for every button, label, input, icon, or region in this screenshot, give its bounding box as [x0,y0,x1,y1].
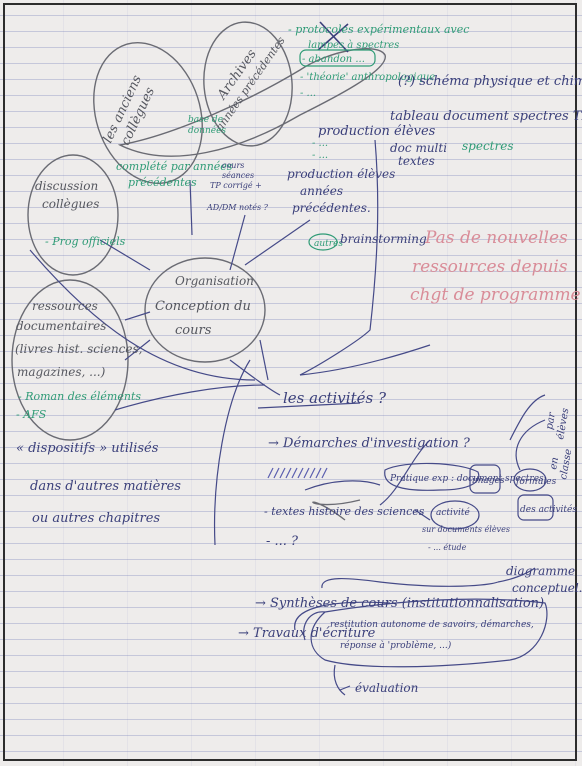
svg-text:formules: formules [515,477,557,487]
svg-text:TP corrigé +: TP corrigé + [210,181,262,190]
right-side-notes: images formules des activités activité s… [422,407,577,552]
pink-note: Pas de nouvelles ressources depuis chgt … [410,228,581,305]
svg-text:magazines, ...): magazines, ...) [17,365,106,379]
node-discussion: discussion collègues - Prog officiels [35,179,126,248]
svg-text:« dispositifs » utilisés: « dispositifs » utilisés [16,441,159,456]
svg-text:Pas de nouvelles: Pas de nouvelles [424,228,568,248]
svg-text:- protocoles expérimentaux ave: - protocoles expérimentaux avec [288,23,469,36]
node-productions-text: production élèves années précédentes. [287,167,395,215]
node-dispositifs: « dispositifs » utilisés dans d'autres m… [16,441,181,526]
svg-text:chgt de programme: chgt de programme [410,285,581,305]
svg-text:- ...: - ... [312,150,328,161]
svg-text:sur documents élèves: sur documents élèves [422,525,510,534]
svg-text:production élèves: production élèves [318,124,436,139]
node-anciens-collegues: les anciens collègues [101,73,159,148]
svg-text:images: images [472,476,505,486]
svg-text:des activités: des activités [520,504,577,515]
green-boxes [299,49,376,251]
svg-text:en: en [548,456,561,470]
svg-text:- ...: - ... [312,138,328,149]
svg-text:cours: cours [222,161,244,170]
svg-text:- Roman des éléments: - Roman des éléments [18,390,141,403]
svg-text:précédentes: précédentes [128,176,197,189]
svg-text:- abandon ...: - abandon ... [302,54,365,65]
item-textes-histoire: - textes histoire des sciences [264,505,425,518]
svg-text:documentaires: documentaires [16,319,106,333]
svg-text:tableau document spectres TP.: tableau document spectres TP. [390,109,582,124]
note-diagramme-1: diagramme [506,564,575,578]
svg-text:ou autres chapitres: ou autres chapitres [32,511,160,526]
svg-text:cours: cours [175,323,212,338]
svg-text:collègues: collègues [42,197,99,211]
svg-text:par: par [544,411,558,431]
svg-text:dans d'autres matières: dans d'autres matières [30,479,181,494]
svg-text:Conception du: Conception du [155,299,251,314]
note-evaluation: évaluation [355,681,418,695]
svg-text:ressources: ressources [32,299,98,313]
travaux-detail-1: restitution autonome de savoirs, démarch… [330,619,534,630]
svg-text:années: années [300,184,343,198]
hatched-scribble [267,467,328,479]
svg-text:doc multi: doc multi [390,141,447,155]
note-brainstorming: brainstorming [340,232,427,246]
svg-text:- ...: - ... [300,88,316,99]
svg-text:(?) schéma physique et chimie: (?) schéma physique et chimie [398,74,582,89]
note-autres: autres [314,239,343,249]
item-syntheses: → Synthèses de cours (institutionnalisat… [255,596,544,611]
svg-text:- ... étude: - ... étude [428,543,467,552]
svg-text:- AFS: - AFS [16,408,47,421]
svg-text:spectres: spectres [462,139,513,153]
svg-text:lampes à spectres: lampes à spectres [308,40,399,51]
note-diagramme-2: conceptuel. [512,581,582,595]
svg-text:discussion: discussion [35,179,98,193]
svg-text:(livres hist. sciences,: (livres hist. sciences, [15,342,142,356]
svg-text:classe: classe [558,448,574,480]
svg-text:Organisation: Organisation [175,274,254,288]
svg-text:précédentes.: précédentes. [292,201,371,215]
node-ressources: ressources documentaires (livres hist. s… [15,299,142,421]
svg-text:ressources depuis: ressources depuis [412,257,568,277]
svg-text:base de: base de [188,115,223,125]
heading-activites: les activités ? [283,389,387,407]
pencil-shapes [11,21,386,521]
page-border [3,3,577,761]
svg-text:- Prog officiels: - Prog officiels [45,235,126,248]
green-notes-top: - protocoles expérimentaux avec lampes à… [116,23,469,189]
cross-out-mark [317,21,349,53]
svg-text:complété par années: complété par années [116,160,233,173]
ink-arrows [29,139,554,696]
node-productions: production élèves production élèves prod… [318,124,436,139]
svg-text:- 'théorie' anthropologique: - 'théorie' anthropologique [300,72,435,83]
node-organisation: Organisation Conception du cours [155,274,254,338]
svg-text:AD/DM notés ?: AD/DM notés ? [206,203,269,212]
svg-text:textes: textes [398,154,435,168]
node-cours-seances: cours séances TP corrigé + AD/DM notés ? [206,161,269,212]
svg-text:séances: séances [222,171,254,180]
svg-text:production élèves: production élèves [287,167,395,181]
item-demarches: → Démarches d'investigation ? [268,436,471,451]
item-etc: - ... ? [266,534,299,549]
svg-text:données: données [188,125,226,136]
item-pratique: Pratique exp : document spectres [389,474,544,484]
item-travaux: → Travaux d'écriture [238,626,376,641]
svg-text:activité: activité [436,507,470,518]
top-right-notes: (?) schéma physique et chimie tableau do… [390,74,582,168]
travaux-detail-2: réponse à 'problème, ...) [340,640,452,651]
svg-text:élèves: élèves [555,407,571,440]
